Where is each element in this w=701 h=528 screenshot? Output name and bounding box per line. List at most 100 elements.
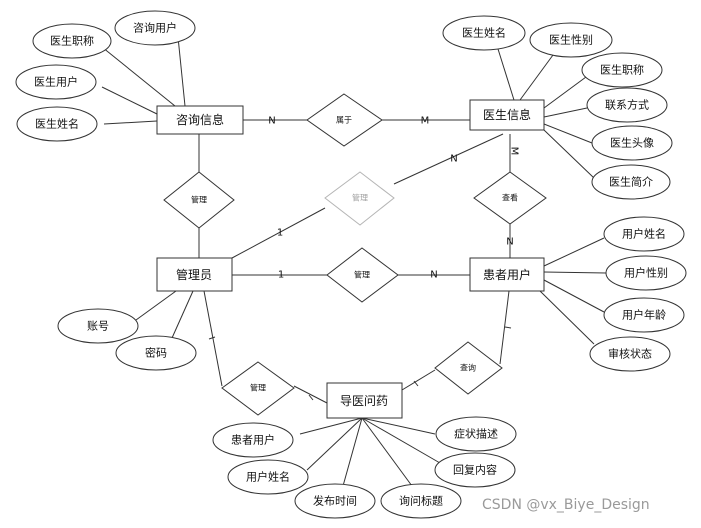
attr-user-name-shape [603, 216, 685, 252]
edge-consult-user [177, 36, 186, 107]
entity-consult-info-label: 咨询信息 [176, 112, 224, 127]
attr-consult-doctor-user: 医生用户 [34, 75, 78, 89]
attr-consult-title: 医生职称 [50, 34, 94, 48]
tick-query-guide [413, 380, 419, 387]
attr-guide-reply-shape [434, 452, 516, 488]
edge-admin-bottom [203, 290, 223, 387]
edge-patient-query [499, 290, 510, 365]
edge-admin-account [135, 290, 177, 321]
attr-doc-contact-shape [586, 87, 668, 123]
attr-user-gender: 用户性别 [624, 266, 668, 280]
card-consult-belongs: N [268, 116, 275, 127]
card-diag-admin: 1 [277, 228, 283, 239]
edge-guide-time [342, 417, 363, 487]
attr-guide-patient-shape [212, 422, 294, 458]
entity-guide [326, 382, 403, 419]
card-view-patient: N [506, 237, 513, 248]
card-doctor-view: M [509, 147, 520, 156]
entity-patient-user [469, 257, 545, 292]
attr-doc-name-shape [442, 15, 526, 51]
edge-consult-doctor-user [101, 86, 158, 115]
relationship-manage-bottom [221, 361, 295, 416]
attr-account-shape [57, 308, 139, 344]
edge-review-status [539, 290, 595, 345]
attr-account: 账号 [87, 320, 109, 333]
attr-user-gender-shape [605, 255, 687, 291]
relationship-manage-mid-label: 管理 [354, 270, 370, 280]
attr-doc-contact: 联系方式 [605, 98, 649, 112]
tick-marks [208, 326, 512, 401]
watermark: CSDN @vx_Biye_Design [482, 497, 650, 513]
edge-doc-avatar [543, 123, 593, 144]
edge-admin-password [171, 290, 194, 339]
attr-user-name: 用户姓名 [622, 227, 666, 241]
entity-consult-info [156, 105, 244, 135]
attr-review-status-shape [589, 336, 671, 372]
attr-review-status: 审核状态 [608, 347, 652, 361]
edge-consult-doctor-name [103, 120, 158, 125]
attr-consult-doctor-name-shape [16, 106, 98, 142]
relationship-manage-diagonal-label: 管理 [352, 193, 368, 203]
card-admin-mid: 1 [278, 270, 284, 281]
attr-guide-username-shape [227, 459, 309, 495]
attr-guide-time: 发布时间 [313, 494, 357, 508]
attr-guide-time-shape [294, 483, 376, 519]
attr-doc-name: 医生姓名 [462, 26, 506, 40]
relationship-manage-left-label: 管理 [191, 195, 207, 205]
attr-consult-user: 咨询用户 [133, 21, 177, 35]
edge-guide-title [361, 417, 413, 487]
relationship-manage-mid [326, 247, 399, 303]
edge-guide-reply [361, 417, 441, 464]
attr-password-shape [115, 335, 197, 371]
card-mid-patient: N [430, 270, 437, 281]
attr-user-age: 用户年龄 [622, 308, 666, 322]
attr-consult-user-shape [114, 10, 196, 46]
relationship-query [434, 341, 503, 395]
attr-password: 密码 [145, 346, 167, 360]
edge-guide-symptom [361, 417, 436, 435]
attr-guide-symptom-shape [435, 416, 517, 452]
attr-guide-username: 用户姓名 [246, 470, 290, 484]
attr-doc-gender-shape [529, 22, 613, 58]
attr-consult-doctor-user-shape [15, 64, 97, 100]
edge-doc-title [543, 76, 587, 109]
relationship-query-label: 查询 [460, 363, 476, 373]
attr-doc-avatar: 医生头像 [610, 136, 654, 150]
edge-consult-title [96, 42, 176, 107]
edge-doc-intro [543, 129, 595, 179]
entity-doctor-info-label: 医生信息 [483, 107, 531, 122]
attr-doc-intro: 医生简介 [609, 175, 653, 189]
edge-user-name [543, 237, 605, 267]
relationship-manage-bottom-label: 管理 [250, 383, 266, 393]
edge-doc-gender [519, 54, 554, 101]
tick-bottom-guide [308, 394, 314, 401]
entity-guide-label: 导医问药 [340, 394, 388, 408]
edge-query-guide [401, 369, 436, 391]
entity-doctor-info [469, 99, 545, 131]
entity-patient-user-label: 患者用户 [483, 267, 531, 282]
card-diag-doctor: N [450, 154, 457, 165]
attr-guide-patient: 患者用户 [231, 433, 275, 447]
attr-user-age-shape [603, 297, 685, 333]
tick-patient-query [504, 326, 512, 329]
edge-guide-username [306, 417, 363, 471]
attr-doc-title-shape [581, 52, 663, 88]
relationship-manage-diagonal [324, 171, 395, 226]
attr-consult-title-shape [32, 23, 112, 59]
edge-user-age [543, 279, 605, 313]
attr-doc-title: 医生职称 [600, 63, 644, 77]
entity-admin [156, 257, 233, 292]
attr-guide-symptom: 症状描述 [454, 427, 498, 441]
attr-guide-title: 询问标题 [399, 494, 443, 508]
attr-doc-gender: 医生性别 [549, 33, 593, 47]
relationship-belongs [306, 93, 383, 147]
edge-doc-contact [543, 107, 588, 118]
connectors [96, 36, 607, 487]
edge-doctor-diag [393, 133, 504, 185]
relationship-view-doctor [473, 171, 547, 225]
attr-doc-avatar-shape [591, 125, 673, 161]
edge-diag-admin [231, 207, 326, 259]
entity-admin-label: 管理员 [176, 267, 212, 282]
attr-doc-intro-shape [591, 164, 671, 200]
